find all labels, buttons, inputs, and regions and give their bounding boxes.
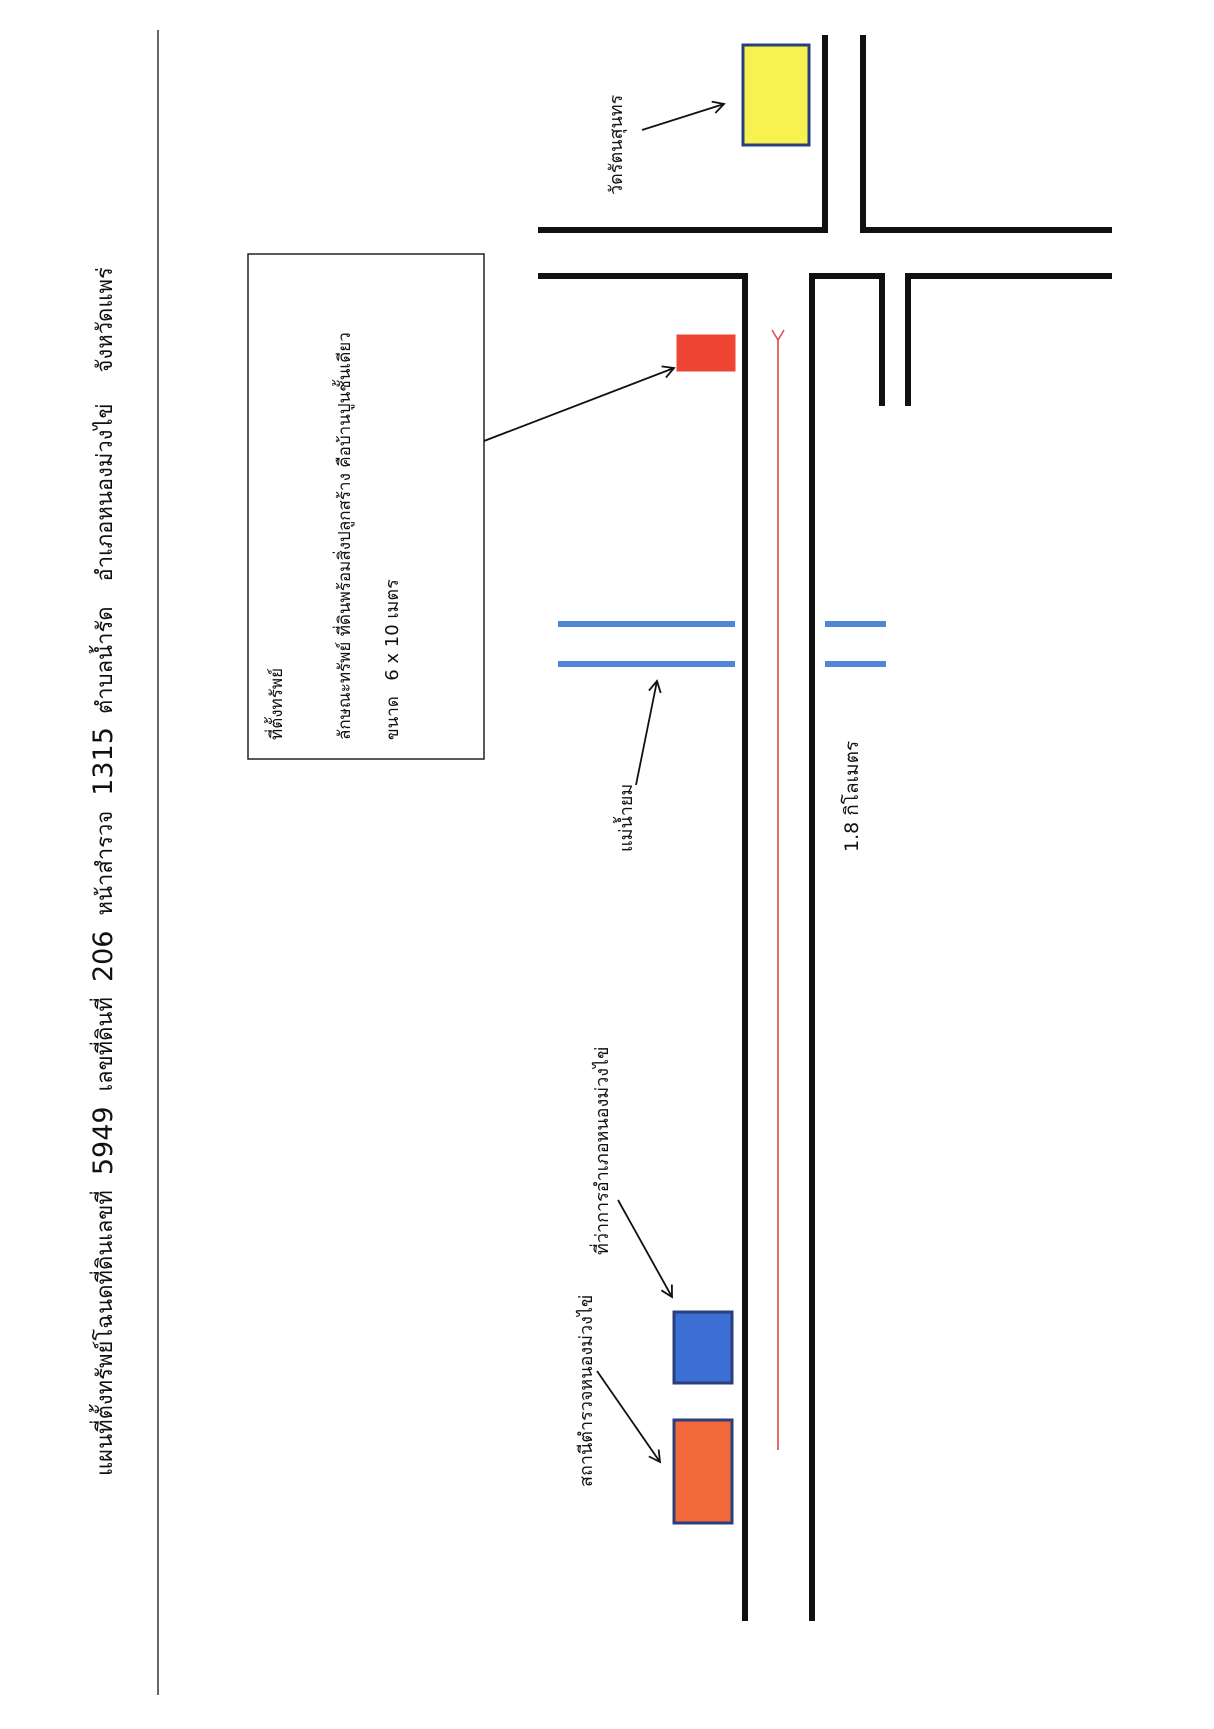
title-prefix: แผนที่ตั้งทรัพย์โฉนดที่ดินเลขที่ xyxy=(89,1190,118,1476)
info-size-value: 6 x 10 เมตร xyxy=(382,579,403,681)
district-office-label: ที่ว่าการอำเภอหนองม่วงไข่ xyxy=(589,1047,613,1255)
temple-label: วัดรัตนสุนทร xyxy=(606,94,627,195)
info-title: ที่ตั้งทรัพย์ xyxy=(264,668,287,740)
subdistrict: ตำบลน้ำรัด xyxy=(89,606,118,714)
info-size: ขนาด 6 x 10 เมตร xyxy=(382,579,403,740)
deed-number: 5949 xyxy=(88,1106,119,1175)
river-arrow xyxy=(635,679,662,786)
property-marker xyxy=(676,334,736,372)
river-label: แม่น้ำยม xyxy=(613,784,637,852)
page-title: แผนที่ตั้งทรัพย์โฉนดที่ดินเลขที่ 5949 เล… xyxy=(88,267,119,1476)
land-number: 206 xyxy=(88,931,119,983)
survey-label: หน้าสำรวจ xyxy=(93,811,118,916)
temple-marker xyxy=(741,43,811,147)
police-station-marker xyxy=(672,1418,734,1525)
leader-arrows xyxy=(483,100,726,1464)
property-arrow xyxy=(483,365,676,442)
police-station-arrow xyxy=(596,1370,662,1464)
info-description: ลักษณะทรัพย์ ที่ดินพร้อมสิ่งปลูกสร้าง คื… xyxy=(332,332,355,740)
district-office-marker xyxy=(672,1310,734,1385)
river-lines xyxy=(558,621,886,667)
distance-label: 1.8 กิโลเมตร xyxy=(840,741,863,852)
temple-arrow xyxy=(641,100,726,131)
land-number-label: เลขที่ดินที่ xyxy=(89,997,118,1091)
info-size-label: ขนาด xyxy=(383,696,403,740)
district: อำเภอหนองม่วงไข่ xyxy=(92,403,118,581)
info-box xyxy=(247,253,485,760)
police-station-label: สถานีตำรวจหนองม่วงไข่ xyxy=(575,1295,597,1487)
province: จังหวัดแพร่ xyxy=(93,267,118,372)
main-road xyxy=(538,35,1112,1621)
district-office-arrow xyxy=(617,1199,673,1299)
survey-number: 1315 xyxy=(88,727,119,796)
